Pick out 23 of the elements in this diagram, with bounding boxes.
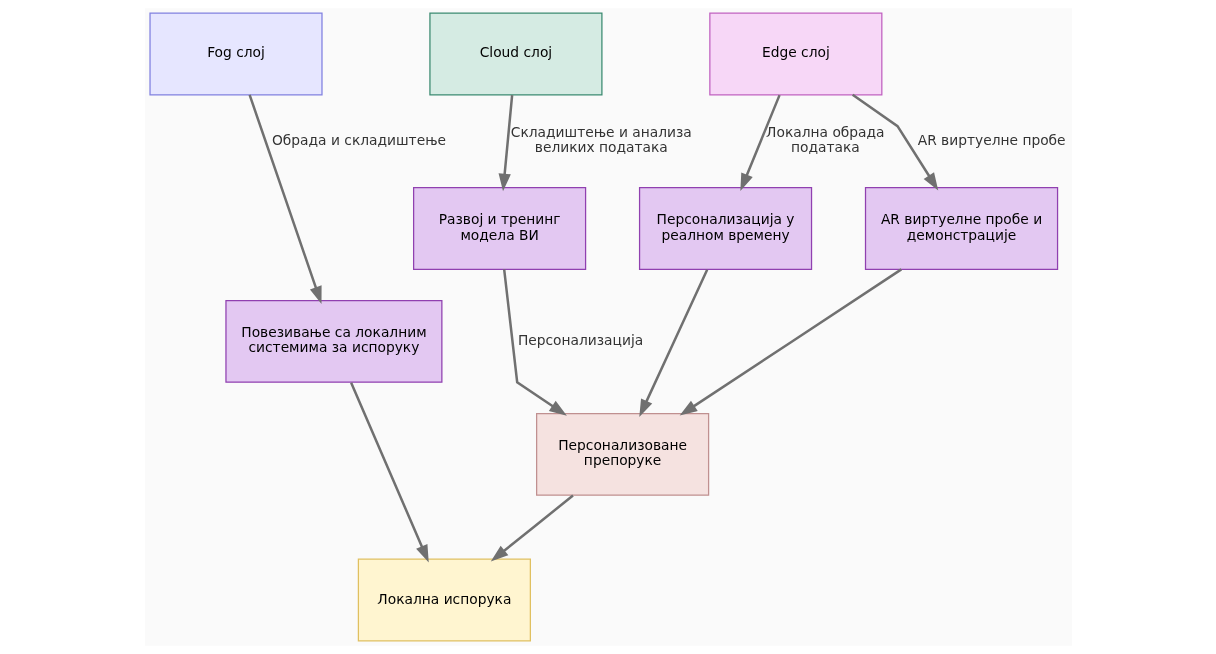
node-box: Fog слој (148, 12, 323, 96)
node-box: Повезивање са локалним системима за испоруку (224, 300, 442, 383)
edge-label: AR виртуелне пробе (917, 131, 1066, 148)
arrow (349, 382, 429, 563)
node-box: Персонализација у реалном времену (638, 187, 812, 270)
node-box: AR виртуелне пробе и демонстрације (864, 187, 1058, 270)
edge-label: Локална обрада података (765, 124, 885, 156)
arrow (247, 94, 322, 305)
edge-label: Персонализација (517, 331, 643, 348)
node-box: Cloud слој (428, 12, 603, 96)
arrow (679, 268, 902, 416)
arrow (739, 94, 781, 192)
edge-label: Складиштење и анализа великих података (510, 124, 692, 156)
arrow (490, 494, 574, 562)
edge-label: Обрада и складиштење (271, 131, 446, 148)
node-box: Edge слој (708, 12, 882, 96)
node-box: Персонализоване препоруке (535, 413, 709, 496)
arrow (498, 95, 513, 192)
arrow (502, 269, 567, 416)
node-box: Развој и тренинг модела ВИ (412, 187, 586, 270)
arrow (851, 93, 938, 191)
node-box: Локална испорука (357, 558, 531, 642)
arrow (638, 269, 708, 417)
